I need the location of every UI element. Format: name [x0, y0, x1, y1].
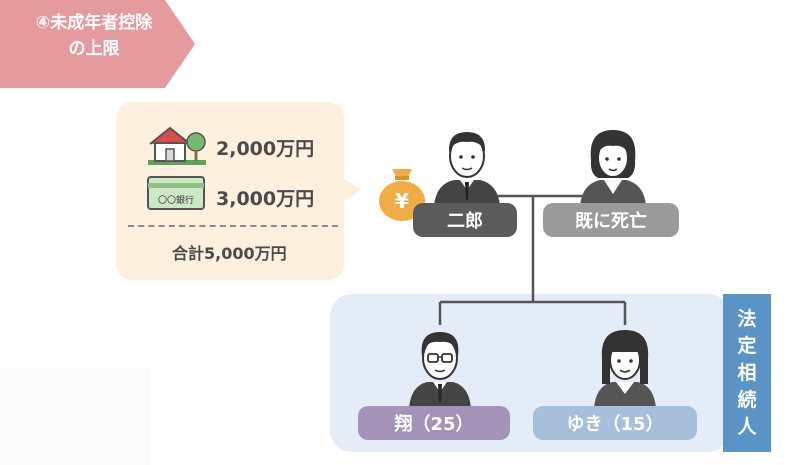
heirs-char-1: 法 — [737, 307, 757, 330]
mother-pill: 既に死亡 — [543, 203, 679, 237]
total-amount: 合計5,000万円 — [172, 244, 287, 263]
asset-bubble-tail — [343, 178, 361, 202]
father-pill: 二郎 — [413, 203, 517, 237]
daughter-pill: ゆき（15） — [533, 406, 697, 440]
divider — [128, 225, 338, 227]
heirs-char-5: 人 — [737, 415, 757, 438]
deposit-amount: 3,000万円 — [216, 188, 315, 210]
page-title: ④未成年者控除 の上限 — [14, 10, 174, 62]
blank-corner — [0, 368, 150, 465]
title-line-2: の上限 — [68, 39, 120, 59]
bank-label: 〇〇銀行 — [158, 194, 194, 206]
mother-figure — [580, 130, 646, 206]
bankbook-icon: 〇〇銀行 — [147, 176, 205, 210]
real-estate-amount: 2,000万円 — [216, 138, 315, 160]
house-icon — [148, 126, 206, 165]
father-figure — [434, 132, 500, 206]
yen-symbol: ¥ — [395, 189, 409, 213]
son-pill: 翔（25） — [358, 406, 510, 440]
title-banner: ④未成年者控除 の上限 — [0, 0, 195, 88]
heirs-char-4: 続 — [737, 388, 757, 411]
legal-heirs-label: 法 定 相 続 人 — [723, 294, 771, 452]
heirs-char-3: 相 — [737, 361, 757, 384]
heirs-char-2: 定 — [737, 334, 757, 357]
title-line-1: ④未成年者控除 — [35, 13, 153, 33]
son-figure — [409, 332, 471, 408]
daughter-figure — [594, 330, 656, 408]
